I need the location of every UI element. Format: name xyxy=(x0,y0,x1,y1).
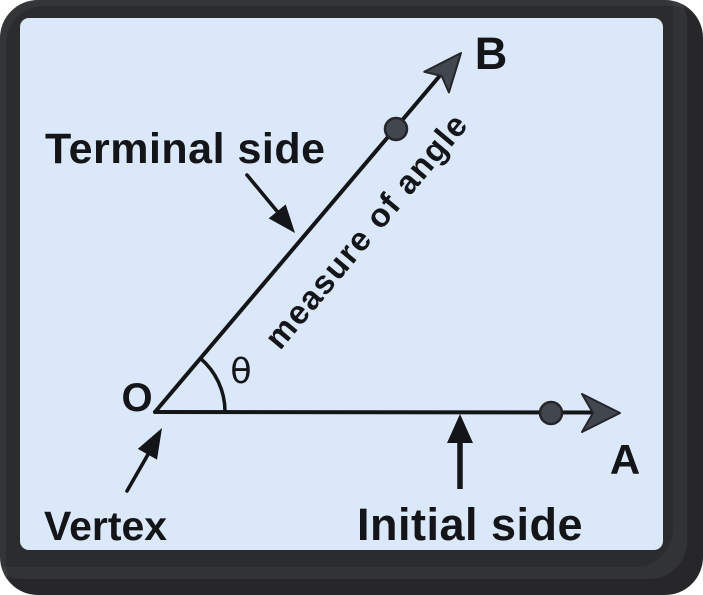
vertex-caption-label: Vertex xyxy=(44,503,167,549)
diagram-panel xyxy=(20,18,663,550)
angle-arc xyxy=(198,356,227,413)
terminal-ray-point-marker xyxy=(383,116,409,142)
terminal-point-label: B xyxy=(475,28,508,79)
vertex-pointer-arrowhead-icon xyxy=(137,428,162,460)
initial-side-ray xyxy=(153,410,600,415)
terminal-ray-arrowhead-icon xyxy=(423,52,462,94)
initial-pointer-arrowhead-icon xyxy=(447,414,473,443)
vertex-point-label: O xyxy=(121,376,152,420)
initial-ray-arrowhead-icon xyxy=(581,393,621,433)
terminal-pointer-arrowhead-icon xyxy=(268,204,295,233)
initial-ray-point-marker xyxy=(538,400,564,426)
angle-symbol-label: θ xyxy=(230,352,251,392)
initial-point-label: A xyxy=(610,436,640,483)
initial-side-label: Initial side xyxy=(357,499,583,550)
terminal-pointer-line xyxy=(245,173,283,218)
terminal-side-label: Terminal side xyxy=(45,125,326,173)
vertex-pointer-line xyxy=(125,449,152,493)
